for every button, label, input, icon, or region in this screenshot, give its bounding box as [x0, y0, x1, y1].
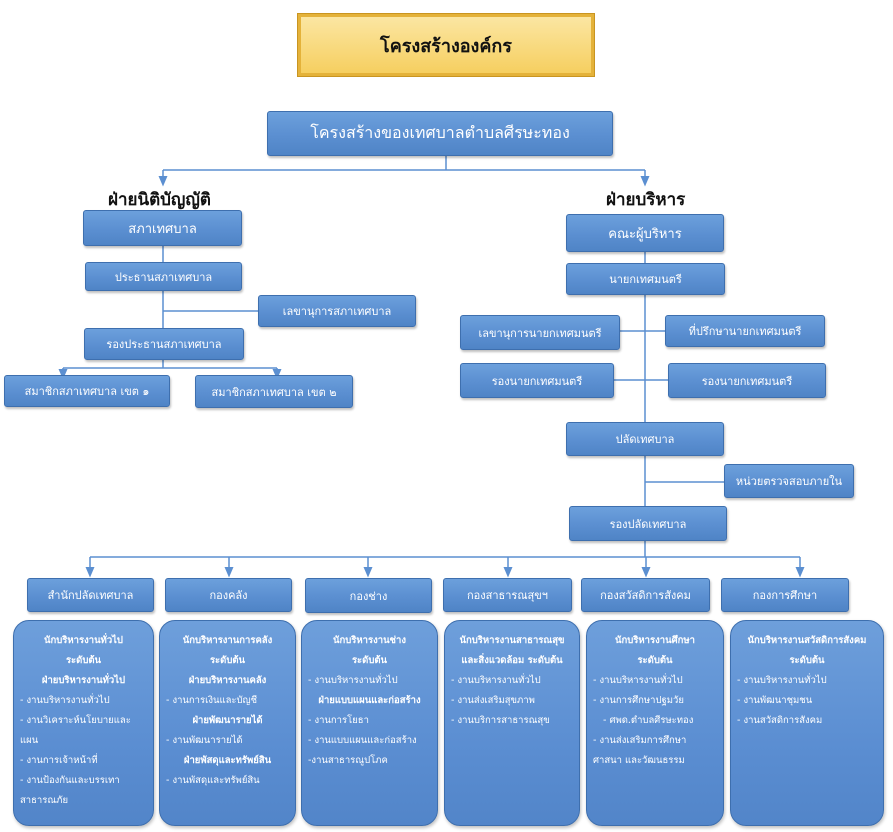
internal-audit-box: หน่วยตรวจสอบภายใน — [724, 464, 854, 498]
council-vice-chair-box: รองประธานสภาเทศบาล — [84, 328, 244, 360]
council-chair-box: ประธานสภาเทศบาล — [85, 262, 242, 291]
detail-line: นักบริหารงานช่าง — [333, 635, 406, 646]
detail-line: ระดับต้น — [637, 655, 673, 666]
detail-line: นักบริหารงานสาธารณสุข — [459, 635, 565, 646]
detail-line: - งานพัสดุและทรัพย์สิน — [166, 775, 260, 786]
department-box: กองสาธารณสุขฯ — [443, 578, 572, 612]
council-box: สภาเทศบาล — [83, 210, 242, 246]
detail-line: - งานป้องกันและบรรเทา — [20, 775, 120, 786]
detail-line: - งานวิเคราะห์นโยบายและ — [20, 715, 131, 726]
detail-line: ฝ่ายพัฒนารายได้ — [192, 715, 263, 726]
detail-line: ระดับต้น — [351, 655, 388, 666]
department-detail-panel: นักบริหารงานสวัสดิการสังคม ระดับต้น - งา… — [730, 620, 884, 826]
department-detail-panel: นักบริหารงานทั่วไป ระดับต้น ฝ่ายบริหารงา… — [13, 620, 154, 826]
deputy-clerk-box: รองปลัดเทศบาล — [569, 506, 727, 541]
root-box: โครงสร้างของเทศบาลตำบลศีรษะทอง — [267, 111, 613, 156]
detail-line: และสิ่งแวดล้อม ระดับต้น — [461, 655, 563, 666]
department-box: กองช่าง — [305, 578, 432, 613]
detail-line: - งานบริหารงานทั่วไป — [20, 695, 110, 706]
department-box: กองการศึกษา — [721, 578, 849, 612]
detail-line: - งานบริหารงานทั่วไป — [593, 675, 683, 686]
executive-heading: ฝ่ายบริหาร — [606, 190, 686, 210]
mayor-box: นายกเทศมนตรี — [566, 263, 725, 295]
detail-line: นักบริหารงานทั่วไป — [44, 635, 123, 646]
deputy-mayor-left-box: รองนายกเทศมนตรี — [460, 363, 614, 398]
page-title: โครงสร้างองค์กร — [297, 13, 595, 77]
detail-line: ฝ่ายแบบแผนและก่อสร้าง — [318, 695, 421, 706]
mayor-advisor-box: ที่ปรึกษานายกเทศมนตรี — [665, 315, 825, 347]
detail-line: - งานแบบแผนและก่อสร้าง — [308, 735, 417, 746]
department-detail-panel: นักบริหารงานช่าง ระดับต้น - งานบริหารงาน… — [301, 620, 438, 826]
department-detail-panel: นักบริหารงานสาธารณสุข และสิ่งแวดล้อม ระด… — [444, 620, 580, 826]
detail-line: - งานส่งเสริมการศึกษา — [593, 735, 687, 746]
detail-line: - ศพด.ตำบลศีรษะทอง — [603, 715, 694, 726]
detail-line: -งานสาธารณูปโภค — [308, 755, 388, 766]
detail-line: ฝ่ายพัสดุและทรัพย์สิน — [183, 755, 272, 766]
municipal-clerk-box: ปลัดเทศบาล — [566, 422, 724, 456]
legislative-heading: ฝ่ายนิติบัญญัติ — [108, 190, 211, 210]
detail-line: นักบริหารงานการคลัง — [182, 635, 273, 646]
detail-line: ระดับต้น — [209, 655, 246, 666]
detail-line: - งานสวัสดิการสังคม — [737, 715, 823, 726]
detail-line: ระดับต้น — [65, 655, 102, 666]
department-box: สำนักปลัดเทศบาล — [27, 578, 154, 612]
detail-line: - งานบริหารงานทั่วไป — [451, 675, 541, 686]
detail-line: นักบริหารงานศึกษา — [615, 635, 695, 646]
council-member-2-box: สมาชิกสภาเทศบาล เขต ๒ — [195, 375, 353, 408]
detail-line: - งานส่งเสริมสุขภาพ — [451, 695, 535, 706]
detail-line: - งานการโยธา — [308, 715, 369, 726]
detail-line: - งานบริหารงานทั่วไป — [308, 675, 398, 686]
council-secretary-box: เลขานุการสภาเทศบาล — [258, 295, 416, 327]
department-box: กองสวัสดิการสังคม — [581, 578, 710, 612]
executive-board-box: คณะผู้บริหาร — [566, 214, 724, 252]
detail-line: - งานการเงินและบัญชี — [166, 695, 258, 706]
detail-line: - งานพัฒนาชุมชน — [737, 695, 813, 706]
detail-line: - งานการเจ้าหน้าที่ — [20, 755, 98, 766]
detail-line: ฝ่ายบริหารงานทั่วไป — [41, 675, 126, 686]
detail-line: - งานพัฒนารายได้ — [166, 735, 243, 746]
deputy-mayor-right-box: รองนายกเทศมนตรี — [668, 363, 826, 398]
detail-line: แผน — [20, 735, 39, 746]
detail-line: ฝ่ายบริหารงานคลัง — [188, 675, 267, 686]
council-member-1-box: สมาชิกสภาเทศบาล เขต ๑ — [4, 375, 170, 407]
department-detail-panel: นักบริหารงานศึกษา ระดับต้น - งานบริหารงา… — [586, 620, 724, 826]
mayor-secretary-box: เลขานุการนายกเทศมนตรี — [460, 315, 620, 350]
detail-line: - งานบริการสาธารณสุข — [451, 715, 550, 726]
detail-line: นักบริหารงานสวัสดิการสังคม — [747, 635, 867, 646]
detail-line: สาธารณภัย — [20, 795, 69, 806]
detail-line: ระดับต้น — [789, 655, 825, 666]
department-box: กองคลัง — [165, 578, 292, 612]
detail-line: ศาสนา และวัฒนธรรม — [593, 755, 685, 766]
detail-line: - งานบริหารงานทั่วไป — [737, 675, 827, 686]
department-detail-panel: นักบริหารงานการคลัง ระดับต้น ฝ่ายบริหารง… — [159, 620, 296, 826]
detail-line: - งานการศึกษาปฐมวัย — [593, 695, 684, 706]
